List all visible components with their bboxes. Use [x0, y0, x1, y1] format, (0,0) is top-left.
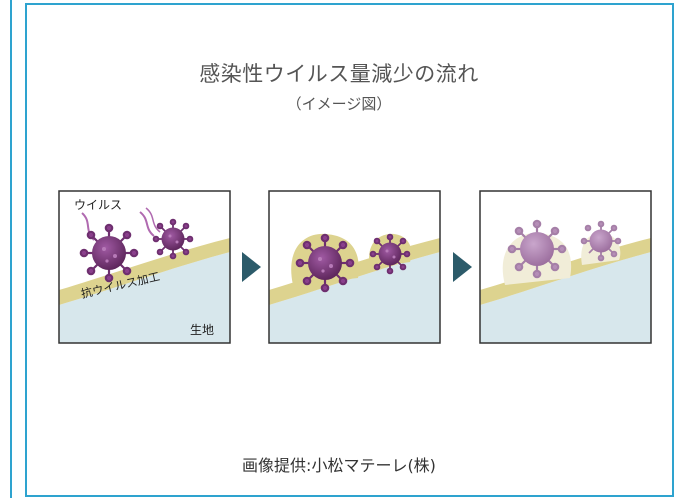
panel-1: ウイルス 抗ウイルス加工 生地	[58, 190, 231, 344]
virus-label: ウイルス	[74, 198, 122, 212]
image-credit: 画像提供:小松マテーレ(株)	[242, 456, 436, 475]
fabric-layer	[59, 252, 230, 343]
figure-title: 感染性ウイルス量減少の流れ	[199, 62, 479, 86]
fabric-layer	[269, 252, 440, 343]
panel-2	[268, 190, 441, 344]
figure-subtitle: （イメージ図）	[286, 95, 392, 113]
fabric-label: 生地	[190, 323, 214, 337]
virus-icon	[152, 218, 194, 260]
arrow-right-icon	[453, 252, 472, 282]
fabric-layer	[480, 252, 651, 343]
inactivated-virus-icon	[507, 219, 567, 279]
panel-3	[479, 190, 652, 344]
left-panel-edge	[0, 0, 12, 498]
virus-icon	[79, 223, 139, 283]
virus-icon	[295, 233, 355, 293]
virus-icon	[369, 233, 411, 275]
motion-line	[139, 211, 155, 237]
arrow-right-icon	[242, 252, 261, 282]
motion-line	[145, 207, 161, 233]
